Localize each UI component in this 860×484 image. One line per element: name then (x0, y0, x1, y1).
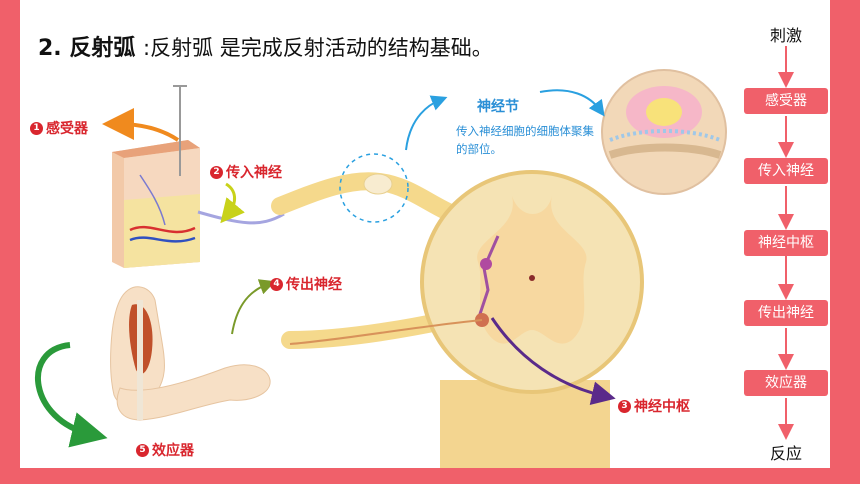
number-badge: 4 (270, 277, 283, 291)
skin-block (112, 140, 200, 268)
ganglion-pointer (405, 95, 448, 151)
flow-step-receptor: 感受器 (744, 88, 828, 114)
center-arrow (490, 317, 616, 406)
number-badge: 3 (618, 399, 631, 413)
ganglion-highlight (339, 153, 409, 223)
flow-start-text: 刺激 (770, 26, 803, 45)
flow-step-center: 神经中枢 (744, 230, 828, 256)
afferent-fiber (197, 210, 285, 225)
flow-step-effector: 效应器 (744, 370, 828, 396)
ventral-root (281, 311, 457, 349)
number-badge: 1 (30, 121, 43, 135)
ganglion-cell (363, 173, 393, 195)
flow-end-text: 反应 (770, 444, 803, 463)
ganglion-title: 神经节 (477, 99, 519, 115)
label-efferent-nerve: 4 传出神经 (270, 274, 342, 294)
efferent-fiber (289, 319, 483, 345)
efferent-arrow (231, 279, 276, 335)
label-effector: 5 效应器 (136, 440, 194, 460)
title-main: 2. 反射弧 (38, 36, 136, 61)
flow-step-efferent: 传出神经 (744, 300, 828, 326)
effector-arrow (35, 342, 108, 448)
label-receptor: 1 感受器 (30, 118, 88, 138)
flow-step-afferent: 传入神经 (744, 158, 828, 184)
afferent-arrow (220, 182, 245, 224)
label-nerve-center: 3 神经中枢 (618, 396, 690, 416)
slide-title: 2. 反射弧 :反射弧 是完成反射活动的结构基础。 (38, 30, 493, 62)
arm-illustration (110, 286, 271, 421)
ganglion-zoom (601, 69, 727, 195)
label-afferent-nerve: 2 传入神经 (210, 162, 282, 182)
title-subtitle: :反射弧 是完成反射活动的结构基础。 (143, 36, 493, 60)
spinal-cord (420, 170, 644, 468)
number-badge: 5 (136, 443, 149, 457)
zoom-pointer (539, 89, 605, 117)
receptor-arrow (102, 108, 180, 142)
ganglion-description: 传入神经细胞的细胞体聚集的部位。 (456, 124, 594, 156)
interneuron (476, 235, 500, 321)
number-badge: 2 (210, 165, 223, 179)
